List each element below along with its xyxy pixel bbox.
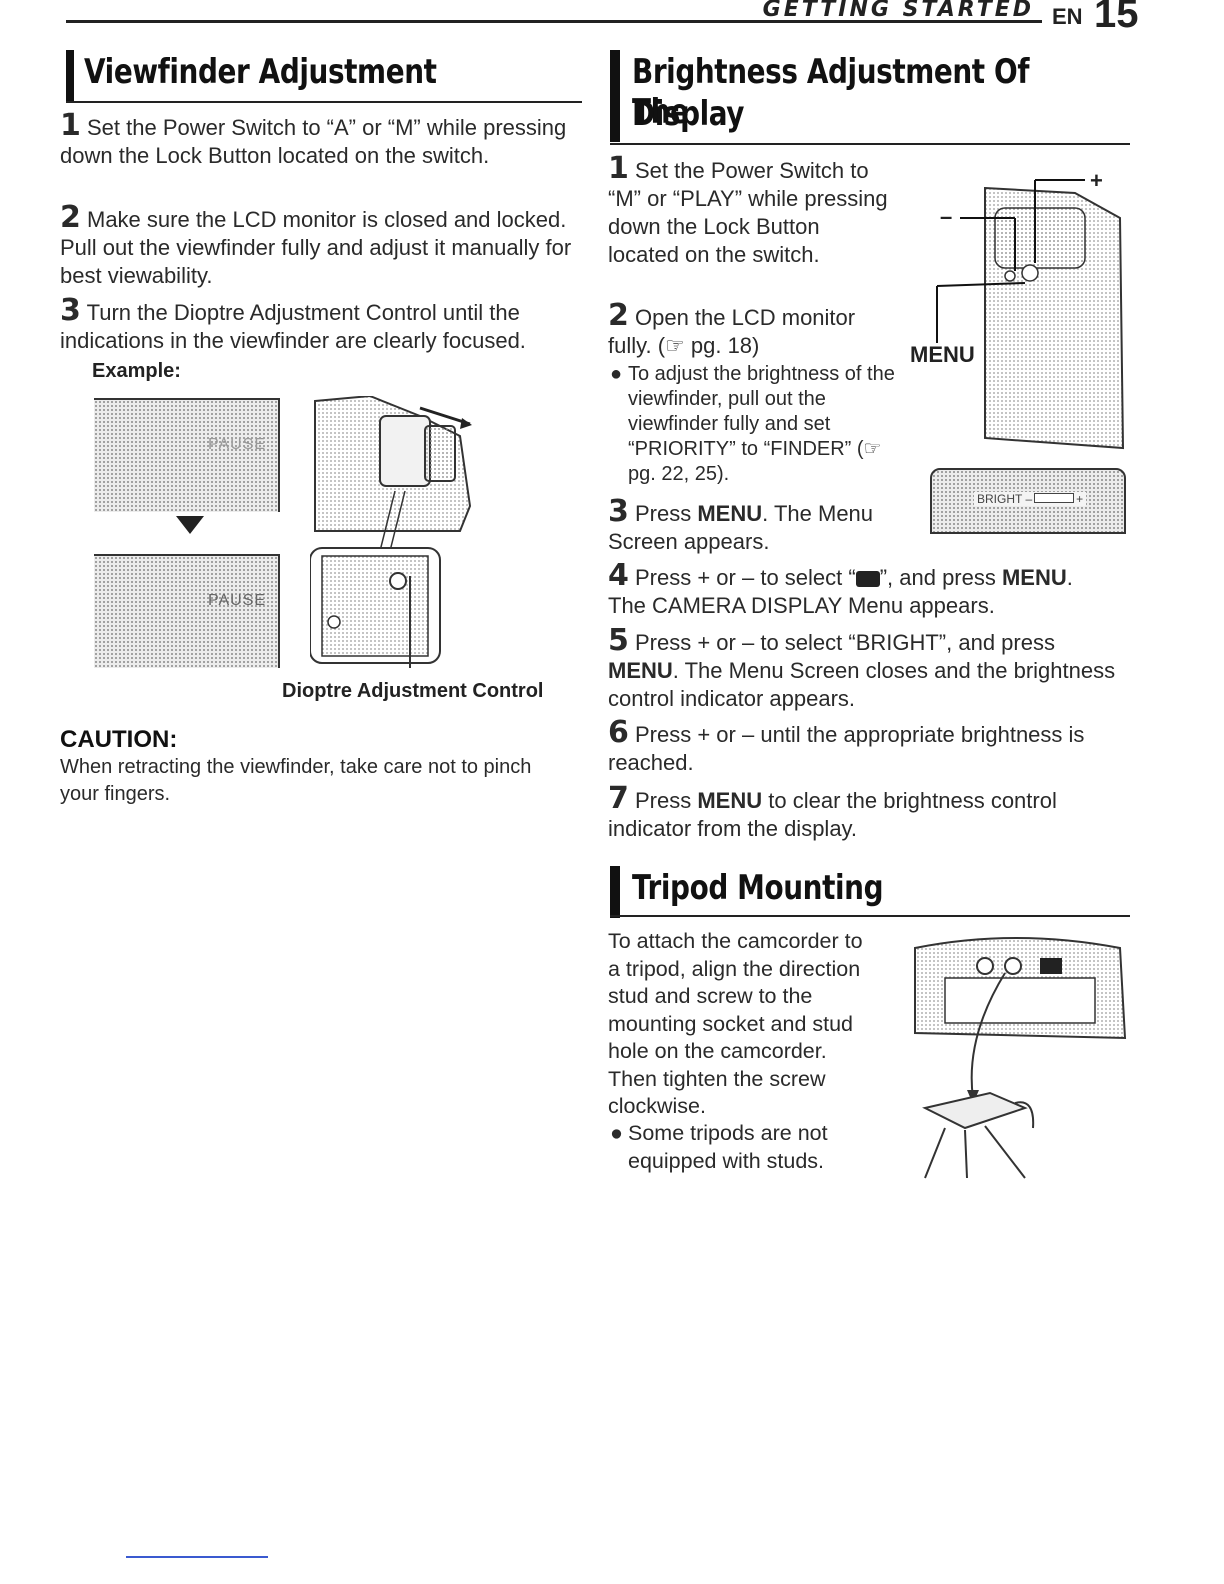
step-text: . The Menu Screen closes and the brightn… (608, 658, 1116, 711)
step-number: 2 (608, 298, 629, 333)
brightness-title-rule (610, 143, 1130, 145)
bullet-dot: ● (610, 1121, 623, 1145)
viewfinder-title-bar (66, 50, 74, 102)
step-number: 3 (60, 293, 81, 328)
step-text: Open the LCD monitor fully. (☞ pg. 18) (608, 305, 856, 358)
viewfinder-step-1: 1 Set the Power Switch to “A” or “M” whi… (60, 111, 580, 170)
tripod-text: To attach the camcorder to a tripod, ali… (608, 929, 863, 1118)
step-number: 7 (608, 781, 629, 816)
footer-rule (126, 1556, 268, 1558)
brightness-title-line-2: Display (632, 94, 745, 134)
camcorder-controls-illustration (936, 179, 1125, 450)
step-text: Press + or – to select “BRIGHT”, and pre… (635, 630, 1055, 655)
bright-plus: + (1076, 492, 1084, 506)
step-number: 1 (608, 151, 629, 186)
viewfinder-screen-focused: PAUSE (94, 554, 280, 668)
step-text: The CAMERA DISPLAY Menu appears. (608, 593, 995, 618)
viewfinder-step-2: 2 Make sure the LCD monitor is closed an… (60, 203, 580, 290)
step-text: Press (635, 788, 698, 813)
step-number: 5 (608, 623, 629, 658)
header-language: EN (1052, 4, 1083, 29)
brightness-step-1: 1 Set the Power Switch to “M” or “PLAY” … (608, 154, 888, 269)
bright-bar (1034, 493, 1075, 503)
step-text: Press + or – until the appropriate brigh… (608, 722, 1085, 775)
step-text: ”, and press (879, 565, 1002, 590)
plus-label: + (1090, 168, 1103, 193)
bullet-dot: ● (610, 363, 623, 385)
step-text: Press (635, 501, 698, 526)
brightness-step-5: 5 Press + or – to select “BRIGHT”, and p… (608, 626, 1128, 713)
step-text: Turn the Dioptre Adjustment Control unti… (60, 300, 526, 353)
step-number: 1 (60, 108, 81, 143)
brightness-step-7: 7 Press MENU to clear the brightness con… (608, 784, 1128, 843)
menu-keyword: MENU (697, 788, 763, 813)
brightness-step-3: 3 Press MENU. The Menu Screen appears. (608, 497, 878, 556)
tripod-mounting-illustration (914, 937, 1127, 1179)
step-text: . (1066, 565, 1073, 590)
step-text: Make sure the LCD monitor is closed and … (60, 207, 572, 288)
brightness-indicator: BRIGHT – + (974, 492, 1087, 506)
bullet-text: Some tripods are not equipped with studs… (628, 1121, 828, 1173)
caution-title: CAUTION: (60, 726, 178, 753)
pause-indicator: PAUSE (208, 436, 267, 453)
header-section-title: GETTING STARTED (762, 0, 1034, 22)
brightness-indicator-panel: BRIGHT – + (930, 468, 1126, 534)
pause-indicator: PAUSE (208, 592, 267, 609)
step-text: . The Menu Screen appears. (608, 501, 874, 554)
caution-text: When retracting the viewfinder, take car… (60, 756, 532, 805)
step-text: to clear the brightness control indicato… (608, 788, 1057, 841)
bright-text: BRIGHT – (977, 492, 1033, 506)
tripod-title-rule (610, 915, 1130, 917)
tripod-bullet: ● Some tripods are not equipped with stu… (610, 1120, 880, 1175)
brightness-step-4: 4 Press + or – to select “ ”, and press M… (608, 561, 1138, 620)
example-label: Example: (92, 360, 181, 382)
menu-keyword: MENU (608, 658, 673, 683)
viewfinder-step-3: 3 Turn the Dioptre Adjustment Control un… (60, 296, 580, 355)
brightness-step-6: 6 Press + or – until the appropriate bri… (608, 718, 1128, 777)
down-arrow-icon (176, 516, 204, 534)
viewfinder-screen-blurry: PAUSE (94, 398, 280, 512)
minus-label: – (940, 204, 953, 229)
brightness-title-line-1: Brightness Adjustment Of The (632, 52, 1030, 132)
step-text: Set the Power Switch to “A” or “M” while… (60, 115, 567, 168)
page-number: 15 (1094, 0, 1139, 36)
dioptre-control-label: Dioptre Adjustment Control (282, 680, 544, 702)
bullet-text: To adjust the brightness of the viewfind… (628, 363, 895, 485)
step-text: Set the Power Switch to “M” or “PLAY” wh… (608, 158, 888, 267)
brightness-bullet: ● To adjust the brightness of the viewfi… (610, 362, 900, 487)
menu-keyword: MENU (1001, 565, 1067, 590)
camcorder-viewfinder-illustration (310, 396, 472, 668)
viewfinder-title-rule (66, 101, 582, 103)
step-number: 3 (608, 494, 629, 529)
step-number: 4 (608, 558, 629, 593)
display-icon (855, 571, 880, 587)
step-number: 6 (608, 715, 629, 750)
tripod-title: Tripod Mounting (632, 868, 884, 908)
brightness-title-bar (610, 50, 620, 142)
tripod-title-bar (610, 866, 620, 918)
step-text: Press + or – to select “ (635, 565, 856, 590)
header-rule (66, 20, 1042, 23)
brightness-step-2: 2 Open the LCD monitor fully. (☞ pg. 18) (608, 301, 898, 360)
viewfinder-title: Viewfinder Adjustment (84, 52, 437, 92)
menu-label: MENU (910, 342, 975, 367)
step-number: 2 (60, 200, 81, 235)
menu-keyword: MENU (697, 501, 763, 526)
